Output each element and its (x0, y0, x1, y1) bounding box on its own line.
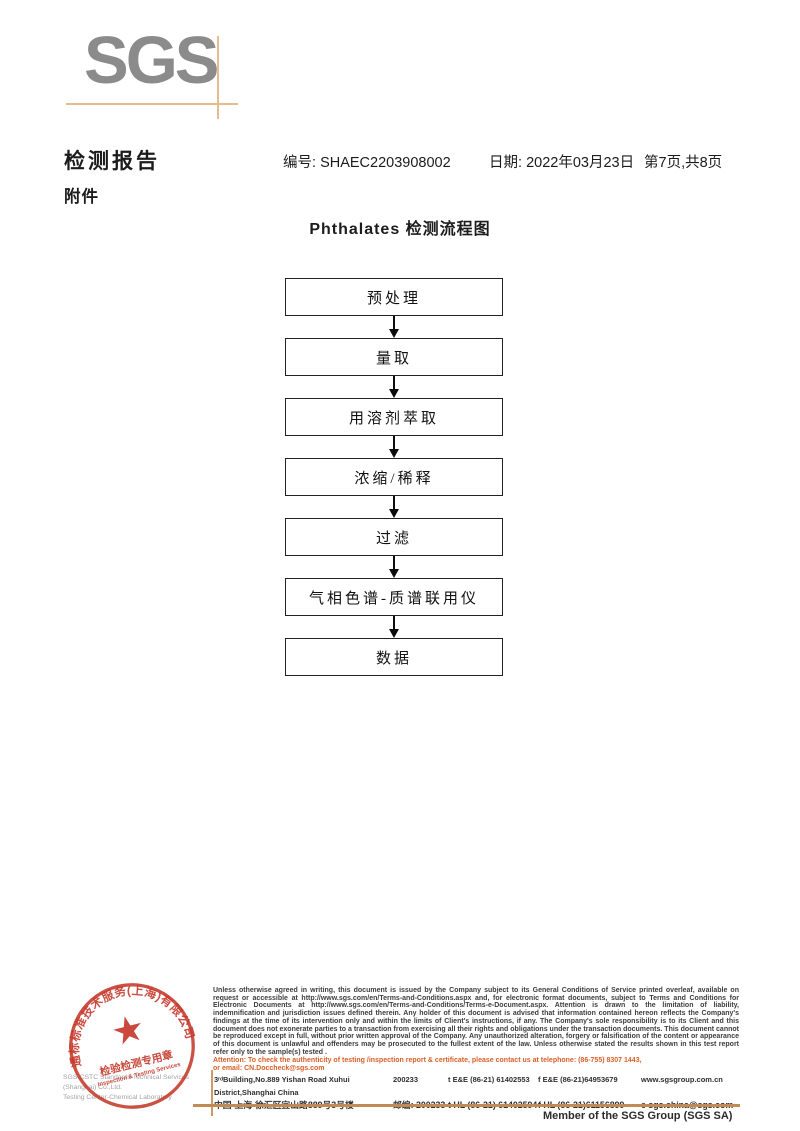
flow-step-solvent-extraction: 用溶剂萃取 (285, 398, 503, 436)
flow-step-data: 数据 (285, 638, 503, 676)
down-arrow-icon (285, 436, 503, 458)
telephone-en: t E&E (86-21) 61402553 (448, 1075, 530, 1084)
flow-step-pretreatment: 预处理 (285, 278, 503, 316)
legal-disclaimer: Unless otherwise agreed in writing, this… (213, 987, 739, 1056)
report-number-value: SHAEC2203908002 (320, 155, 451, 171)
star-icon: ★ (107, 1006, 149, 1054)
flowchart: 预处理 量取 用溶剂萃取 浓缩/稀释 过滤 气相色谱-质谱联用仪 数据 (285, 278, 503, 676)
flow-step-gcms: 气相色谱-质谱联用仪 (285, 578, 503, 616)
fax-en: f E&E (86-21)64953679 (538, 1075, 618, 1084)
flow-step-concentrate-dilute: 浓缩/稀释 (285, 458, 503, 496)
attachment-label: 附件 (64, 188, 99, 206)
report-number: 编号: SHAEC2203908002 (283, 151, 451, 172)
postal-code-en: 200233 (393, 1075, 419, 1084)
website: www.sgsgroup.com.cn (641, 1075, 723, 1084)
lab-company-name-line1: SGS-CSTC Standards Technical Services (S… (63, 1074, 190, 1091)
report-number-label: 编号: (283, 155, 317, 171)
flow-step-filter: 过滤 (285, 518, 503, 556)
sgs-logo: SGS (84, 23, 219, 98)
lab-company-name-line2: Testing Center-Chemical Laboratory (63, 1094, 172, 1101)
report-title: 检测报告 (64, 150, 160, 173)
address-en: 3ʳᵈBuilding,No.889 Yishan Road Xuhui Dis… (214, 1075, 350, 1097)
flowchart-title: Phthalates 检测流程图 (309, 221, 491, 238)
flow-step-measure: 量取 (285, 338, 503, 376)
logo-crosshair-horizontal-line (66, 103, 238, 105)
sgs-membership-note: Member of the SGS Group (SGS SA) (543, 1110, 733, 1122)
report-date-value: 2022年03月23日 (526, 155, 635, 171)
logo-crosshair-vertical-line (217, 36, 219, 119)
report-date: 日期: 2022年03月23日 (489, 151, 634, 172)
down-arrow-icon (285, 496, 503, 518)
authenticity-notice-line2: or email: CN.Doccheck@sgs.com (213, 1064, 325, 1072)
down-arrow-icon (285, 616, 503, 638)
down-arrow-icon (285, 556, 503, 578)
footer-vertical-rule (211, 1070, 213, 1116)
down-arrow-icon (285, 376, 503, 398)
lab-company-name: SGS-CSTC Standards Technical Services (S… (63, 1073, 218, 1103)
down-arrow-icon (285, 316, 503, 338)
page-indicator: 第7页,共8页 (644, 155, 723, 171)
authenticity-notice-line1: Attention: To check the authenticity of … (213, 1057, 642, 1064)
address-row-en: 3ʳᵈBuilding,No.889 Yishan Road Xuhui Dis… (214, 1073, 739, 1099)
authenticity-notice: Attention: To check the authenticity of … (213, 1057, 739, 1072)
report-date-label: 日期: (489, 155, 523, 171)
footer-horizontal-rule (193, 1104, 740, 1107)
inspection-stamp: 通标标准技术服务(上海)有限公司 ★ 检验检测专用章 Inspection & … (54, 970, 196, 1109)
